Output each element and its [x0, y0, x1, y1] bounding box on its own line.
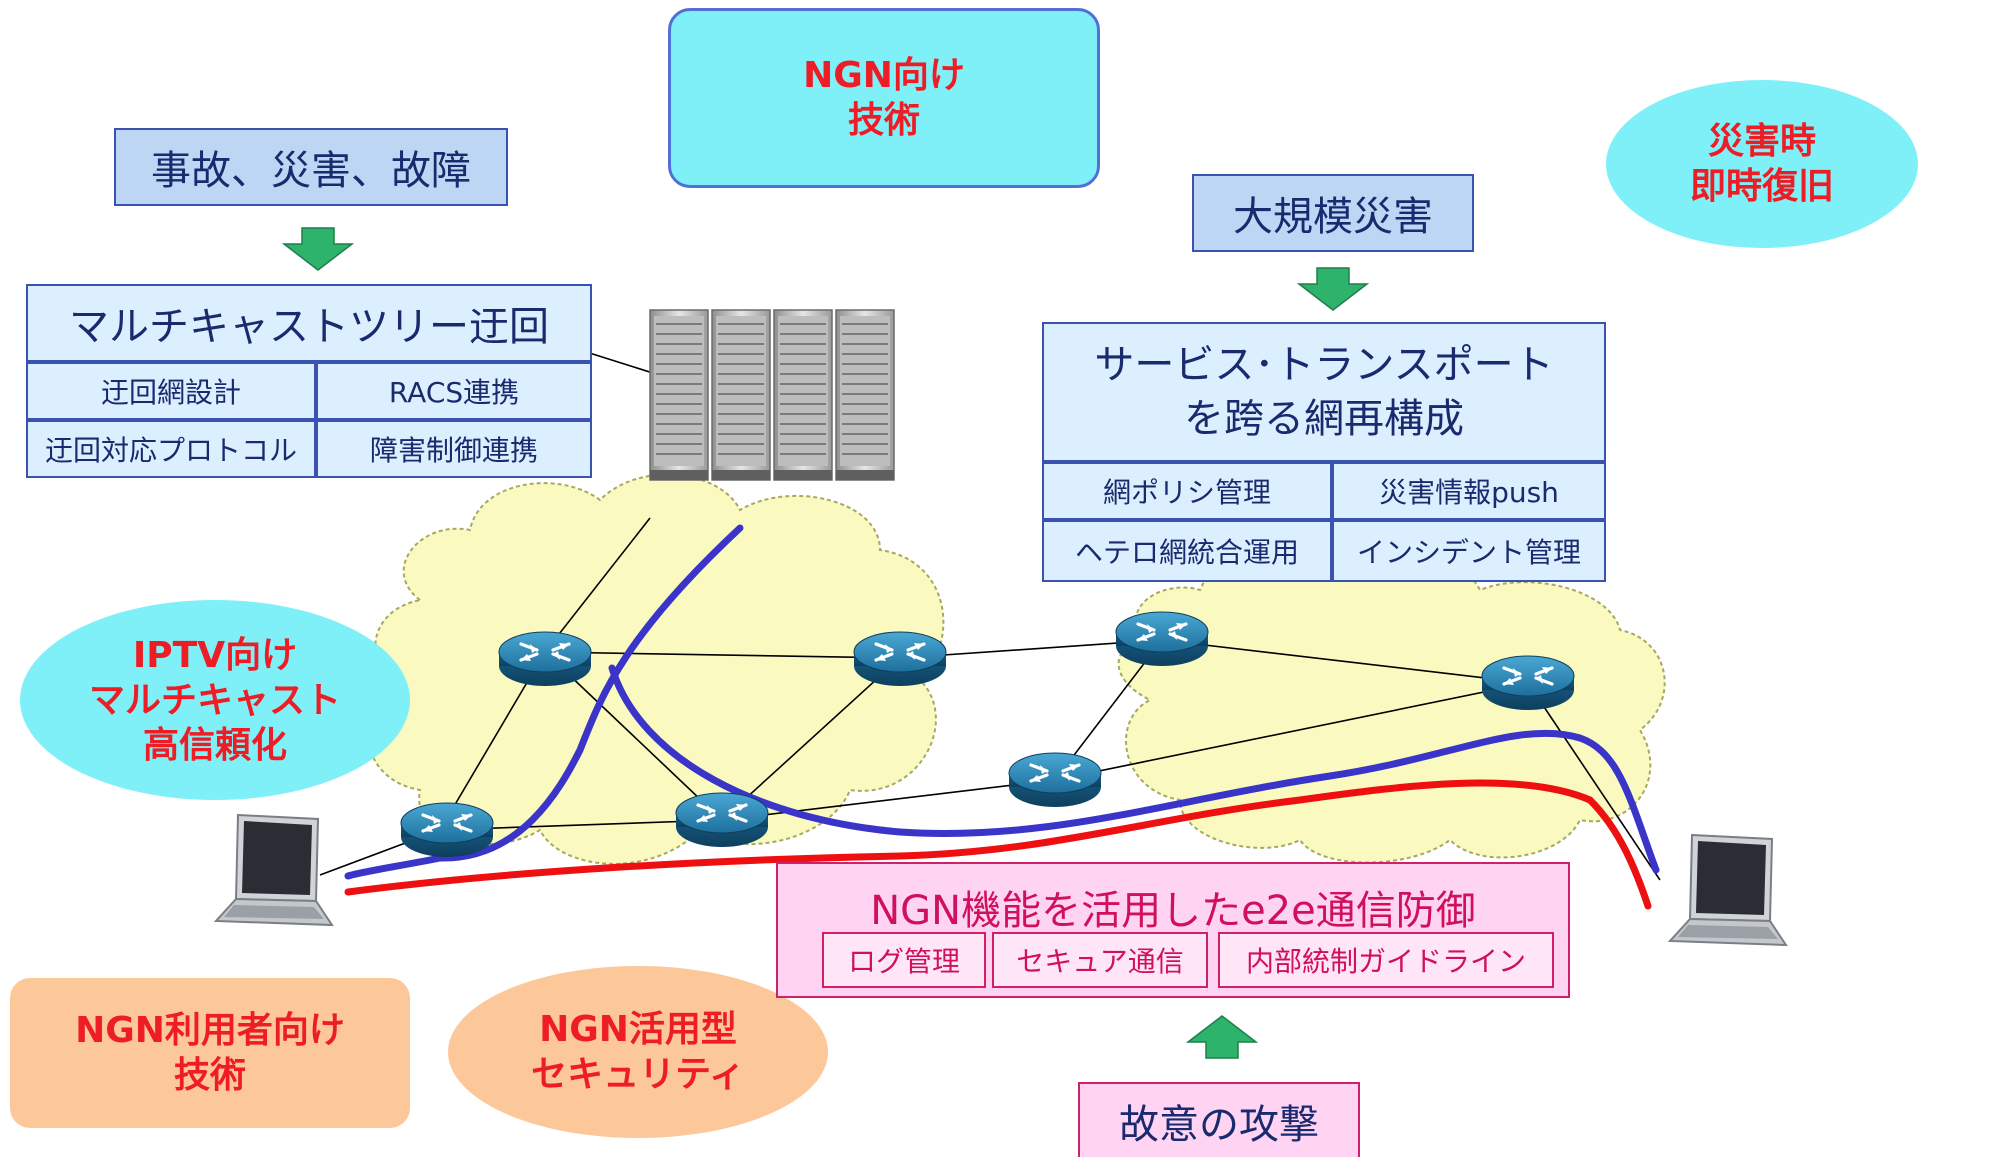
- security-bubble: NGN活用型セキュリティ: [448, 966, 828, 1138]
- reconfig-cell-label: ヘテロ網統合運用: [1074, 536, 1299, 569]
- detour-cell-label: 障害制御連携: [369, 434, 538, 467]
- laptop-icon: [215, 814, 333, 926]
- reconfig-title-line1: サービス･トランスポート: [1094, 342, 1554, 388]
- detour-cell-label: 迂回対応プロトコル: [44, 434, 297, 467]
- up-arrow-icon: [1187, 1015, 1257, 1059]
- reconfig-cell-label: インシデント管理: [1356, 536, 1581, 569]
- reconfig-cell-label: 網ポリシ管理: [1102, 476, 1271, 509]
- router-icon: [1007, 751, 1103, 809]
- router-icon: [1480, 654, 1576, 712]
- laptop-icon: [1669, 834, 1787, 946]
- ngn-tech-header: NGN向け技術: [668, 8, 1100, 188]
- multicast-detour-label: マルチキャストツリー迂回: [69, 304, 549, 350]
- disaster-recovery-bubble: 災害時即時復旧: [1606, 80, 1918, 248]
- attack-trigger-label: 故意の攻撃: [1119, 1101, 1319, 1148]
- reconfig-cell: 網ポリシ管理: [1042, 462, 1332, 520]
- detour-cell: 障害制御連携: [316, 420, 592, 478]
- reconfig-cell-label: 災害情報push: [1379, 476, 1559, 509]
- router-icon: [674, 791, 770, 849]
- detour-cell-label: RACS連携: [388, 376, 520, 409]
- defense-cell: ログ管理: [822, 932, 986, 988]
- large-disaster-label: 大規模災害: [1233, 194, 1433, 240]
- reconfig-cell: 災害情報push: [1332, 462, 1606, 520]
- e2e-defense-title: NGN機能を活用したe2e通信防御: [870, 888, 1476, 934]
- defense-cell-label: ログ管理: [847, 945, 960, 978]
- router-icon: [1114, 610, 1210, 668]
- defense-cell-label: 内部統制ガイドライン: [1245, 945, 1526, 978]
- large-disaster-trigger-box: 大規模災害: [1192, 174, 1474, 252]
- attack-trigger-box: 故意の攻撃: [1078, 1082, 1360, 1157]
- network-reconfig-title: サービス･トランスポート を跨る網再構成: [1042, 322, 1606, 462]
- multicast-detour-title: マルチキャストツリー迂回: [26, 284, 592, 362]
- incident-trigger-label: 事故、災害、故障: [151, 148, 471, 194]
- red-path: [344, 779, 1652, 910]
- incident-trigger-box: 事故、災害、故障: [114, 128, 508, 206]
- detour-cell: 迂回対応プロトコル: [26, 420, 316, 478]
- defense-cell: 内部統制ガイドライン: [1218, 932, 1554, 988]
- reconfig-cell: ヘテロ網統合運用: [1042, 520, 1332, 582]
- router-icon: [852, 630, 948, 688]
- down-arrow-icon: [283, 227, 353, 271]
- router-icon: [497, 630, 593, 688]
- defense-cell-label: セキュア通信: [1016, 945, 1184, 978]
- down-arrow-icon: [1298, 267, 1368, 311]
- iptv-bubble: IPTV向けマルチキャスト高信頼化: [20, 600, 410, 800]
- reconfig-cell: インシデント管理: [1332, 520, 1606, 582]
- user-tech-box: NGN利用者向け技術: [10, 978, 410, 1128]
- defense-cell: セキュア通信: [992, 932, 1208, 988]
- router-icon: [399, 801, 495, 859]
- detour-cell: 迂回網設計: [26, 362, 316, 420]
- reconfig-title-line2: を跨る網再構成: [1183, 396, 1464, 442]
- detour-cell-label: 迂回網設計: [100, 376, 241, 409]
- detour-cell: RACS連携: [316, 362, 592, 420]
- server-rack-icon: [649, 309, 895, 481]
